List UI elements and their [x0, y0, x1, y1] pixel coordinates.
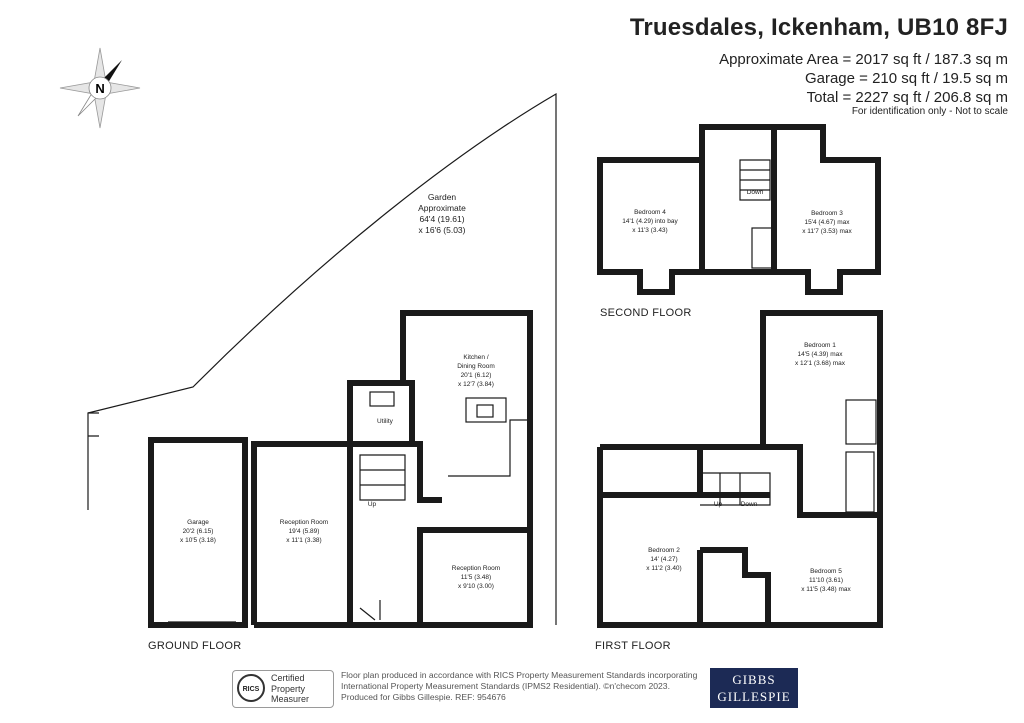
footer-disclaimer: Floor plan produced in accordance with R… — [341, 670, 701, 703]
reception2-name: Reception Room — [452, 565, 500, 572]
garage-dim2: x 10'5 (3.18) — [180, 537, 216, 544]
property-title: Truesdales, Ickenham, UB10 8FJ — [629, 14, 1008, 41]
bedroom4-dim2: x 11'3 (3.43) — [632, 227, 667, 234]
total-area: Total = 2227 sq ft / 206.8 sq m — [806, 89, 1008, 106]
bedroom3-dim1: 15'4 (4.67) max — [805, 219, 851, 226]
bedroom4-name: Bedroom 4 — [634, 209, 666, 216]
garden-name: Garden — [428, 192, 457, 202]
reception1-name: Reception Room — [280, 519, 328, 526]
garden-dim2: x 16'6 (5.03) — [419, 225, 466, 235]
bedroom5-name: Bedroom 5 — [810, 568, 842, 575]
rics-line3: Measurer — [271, 694, 310, 704]
garden-approx: Approximate — [418, 203, 466, 213]
first-up-label: Up — [714, 501, 723, 508]
kitchen-name: Kitchen / — [463, 354, 488, 361]
bedroom1-dim2: x 12'1 (3.68) max — [795, 360, 846, 367]
approx-area: Approximate Area = 2017 sq ft / 187.3 sq… — [719, 51, 1008, 68]
garage-area: Garage = 210 sq ft / 19.5 sq m — [804, 70, 1008, 87]
bedroom2-dim1: 14' (4.27) — [650, 556, 677, 563]
kitchen-name2: Dining Room — [457, 363, 495, 370]
reception2-dim1: 11'5 (3.48) — [461, 574, 491, 581]
rics-logo-icon: RICS — [237, 674, 265, 702]
agent-logo: GIBBS GILLESPIE — [710, 668, 798, 708]
area-summary: Approximate Area = 2017 sq ft / 187.3 sq… — [719, 50, 1008, 107]
footer-line3: Produced for Gibbs Gillespie. REF: 95467… — [341, 692, 506, 702]
garden-area: Garden Approximate 64'4 (19.61) x 16'6 (… — [87, 92, 557, 625]
compass-north-label: N — [95, 81, 104, 96]
footer-line1: Floor plan produced in accordance with R… — [341, 670, 698, 680]
bedroom4-dim1: 14'1 (4.29) into bay — [622, 218, 678, 225]
footer-line2: International Property Measurement Stand… — [341, 681, 670, 691]
bedroom2-name: Bedroom 2 — [648, 547, 680, 554]
second-down-label: Down — [747, 189, 764, 196]
bedroom1-dim1: 14'5 (4.39) max — [798, 351, 844, 358]
bedroom5-dim2: x 11'5 (3.48) max — [801, 586, 851, 593]
first-down-label: Down — [741, 501, 758, 508]
second-floor-plan: Bedroom 4 14'1 (4.29) into bay x 11'3 (3… — [597, 124, 881, 295]
reception1-dim1: 19'4 (5.89) — [289, 528, 320, 535]
garden-dim1: 64'4 (19.61) — [419, 214, 464, 224]
garage-name: Garage — [187, 519, 209, 526]
agent-logo-line1: GIBBS — [732, 672, 776, 687]
first-floor-label: FIRST FLOOR — [595, 640, 671, 652]
agent-logo-line2: GILLESPIE — [717, 689, 791, 704]
compass-rose-icon: N — [59, 47, 141, 129]
rics-badge: RICS Certified Property Measurer — [232, 670, 334, 708]
garage-dim1: 20'2 (6.15) — [183, 528, 214, 535]
bedroom5-dim1: 11'10 (3.61) — [809, 577, 843, 584]
reception2-dim2: x 9'10 (3.00) — [458, 583, 494, 590]
rics-line2: Property — [271, 683, 306, 694]
kitchen-dim1: 20'1 (6.12) — [461, 372, 492, 379]
rics-badge-text: Certified Property Measurer — [271, 673, 309, 705]
rics-line1: Certified — [271, 673, 305, 683]
garage-room — [148, 437, 248, 628]
ground-floor-label: GROUND FLOOR — [148, 640, 241, 652]
bedroom3-name: Bedroom 3 — [811, 210, 843, 217]
ground-floor-plan: Garage 20'2 (6.15) x 10'5 (3.18) Recepti… — [148, 310, 533, 628]
kitchen-dim2: x 12'7 (3.84) — [458, 381, 494, 388]
ground-up-label: Up — [368, 501, 377, 508]
bedroom3-dim2: x 11'7 (3.53) max — [802, 228, 852, 235]
bedroom1-name: Bedroom 1 — [804, 342, 836, 349]
identification-note: For identification only - Not to scale — [851, 106, 1008, 117]
reception1-dim2: x 11'1 (3.38) — [286, 537, 321, 544]
first-floor-plan: Bedroom 2 14' (4.27) x 11'2 (3.40) Bedro… — [597, 310, 883, 628]
second-floor-label: SECOND FLOOR — [600, 307, 692, 319]
utility-name: Utility — [377, 418, 394, 425]
bedroom2-dim2: x 11'2 (3.40) — [646, 565, 681, 572]
